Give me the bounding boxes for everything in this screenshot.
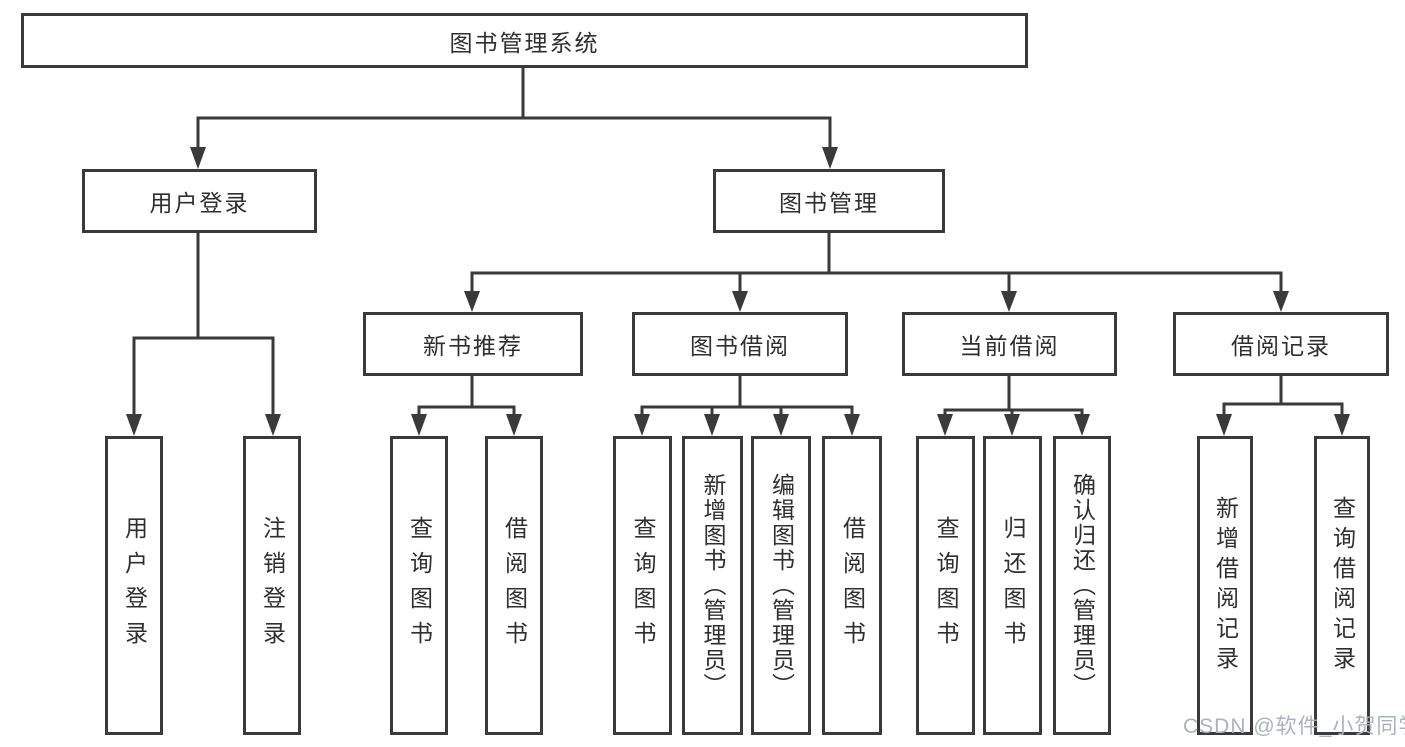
connector-new-book-branch — [411, 376, 522, 436]
node-borrow-records: 借阅记录 — [1173, 312, 1389, 376]
leaf-label: 查询图书 — [406, 515, 433, 656]
leaf-user-login: 用户登录 — [105, 436, 163, 735]
leaf-add-books-admin: 新增图书（管理员） — [682, 436, 743, 735]
connector-root-to-level2 — [190, 68, 838, 169]
node-current-borrow: 当前借阅 — [902, 312, 1117, 376]
connector-current-borrow-branch — [937, 376, 1090, 436]
leaf-label: 注销登录 — [259, 515, 286, 656]
leaf-label: 查询图书 — [630, 515, 656, 656]
leaf-confirm-return-admin: 确认归还（管理员） — [1053, 436, 1111, 735]
leaf-logout: 注销登录 — [243, 436, 301, 735]
leaf-add-borrow-record: 新增借阅记录 — [1197, 436, 1253, 735]
leaf-label: 查询图书 — [933, 515, 959, 656]
node-user-login: 用户登录 — [82, 169, 317, 233]
node-root-library-system: 图书管理系统 — [21, 13, 1028, 68]
leaf-borrow-books-recommend: 借阅图书 — [485, 436, 543, 735]
node-new-book-recommend: 新书推荐 — [363, 312, 583, 376]
leaf-query-books-recommend: 查询图书 — [390, 436, 448, 735]
connector-borrow-records-branch — [1216, 376, 1350, 436]
leaf-query-books-current: 查询图书 — [916, 436, 975, 735]
leaf-label: 新增借阅记录 — [1212, 495, 1239, 676]
leaf-query-books-borrow: 查询图书 — [613, 436, 672, 735]
connector-book-mgmt-to-level3 — [464, 233, 1289, 312]
node-book-borrow: 图书借阅 — [632, 312, 848, 376]
leaf-label: 确认归还（管理员） — [1069, 473, 1096, 698]
leaf-label: 借阅图书 — [501, 515, 528, 656]
leaf-label: 归还图书 — [1000, 515, 1026, 656]
leaf-borrow-books: 借阅图书 — [822, 436, 882, 735]
leaf-label: 编辑图书（管理员） — [768, 473, 795, 698]
connector-book-borrow-branch — [634, 376, 860, 436]
leaf-label: 新增图书（管理员） — [700, 473, 726, 698]
connector-user-login-branch — [126, 233, 281, 436]
node-book-management: 图书管理 — [713, 169, 945, 233]
leaf-label: 用户登录 — [121, 515, 148, 656]
leaf-return-books: 归还图书 — [983, 436, 1042, 735]
leaf-query-borrow-record: 查询借阅记录 — [1314, 436, 1370, 735]
leaf-edit-books-admin: 编辑图书（管理员） — [751, 436, 811, 735]
leaf-label: 查询借阅记录 — [1329, 495, 1356, 676]
csdn-watermark: CSDN @软件_小贺同学 — [1183, 715, 1405, 738]
leaf-label: 借阅图书 — [839, 515, 866, 656]
